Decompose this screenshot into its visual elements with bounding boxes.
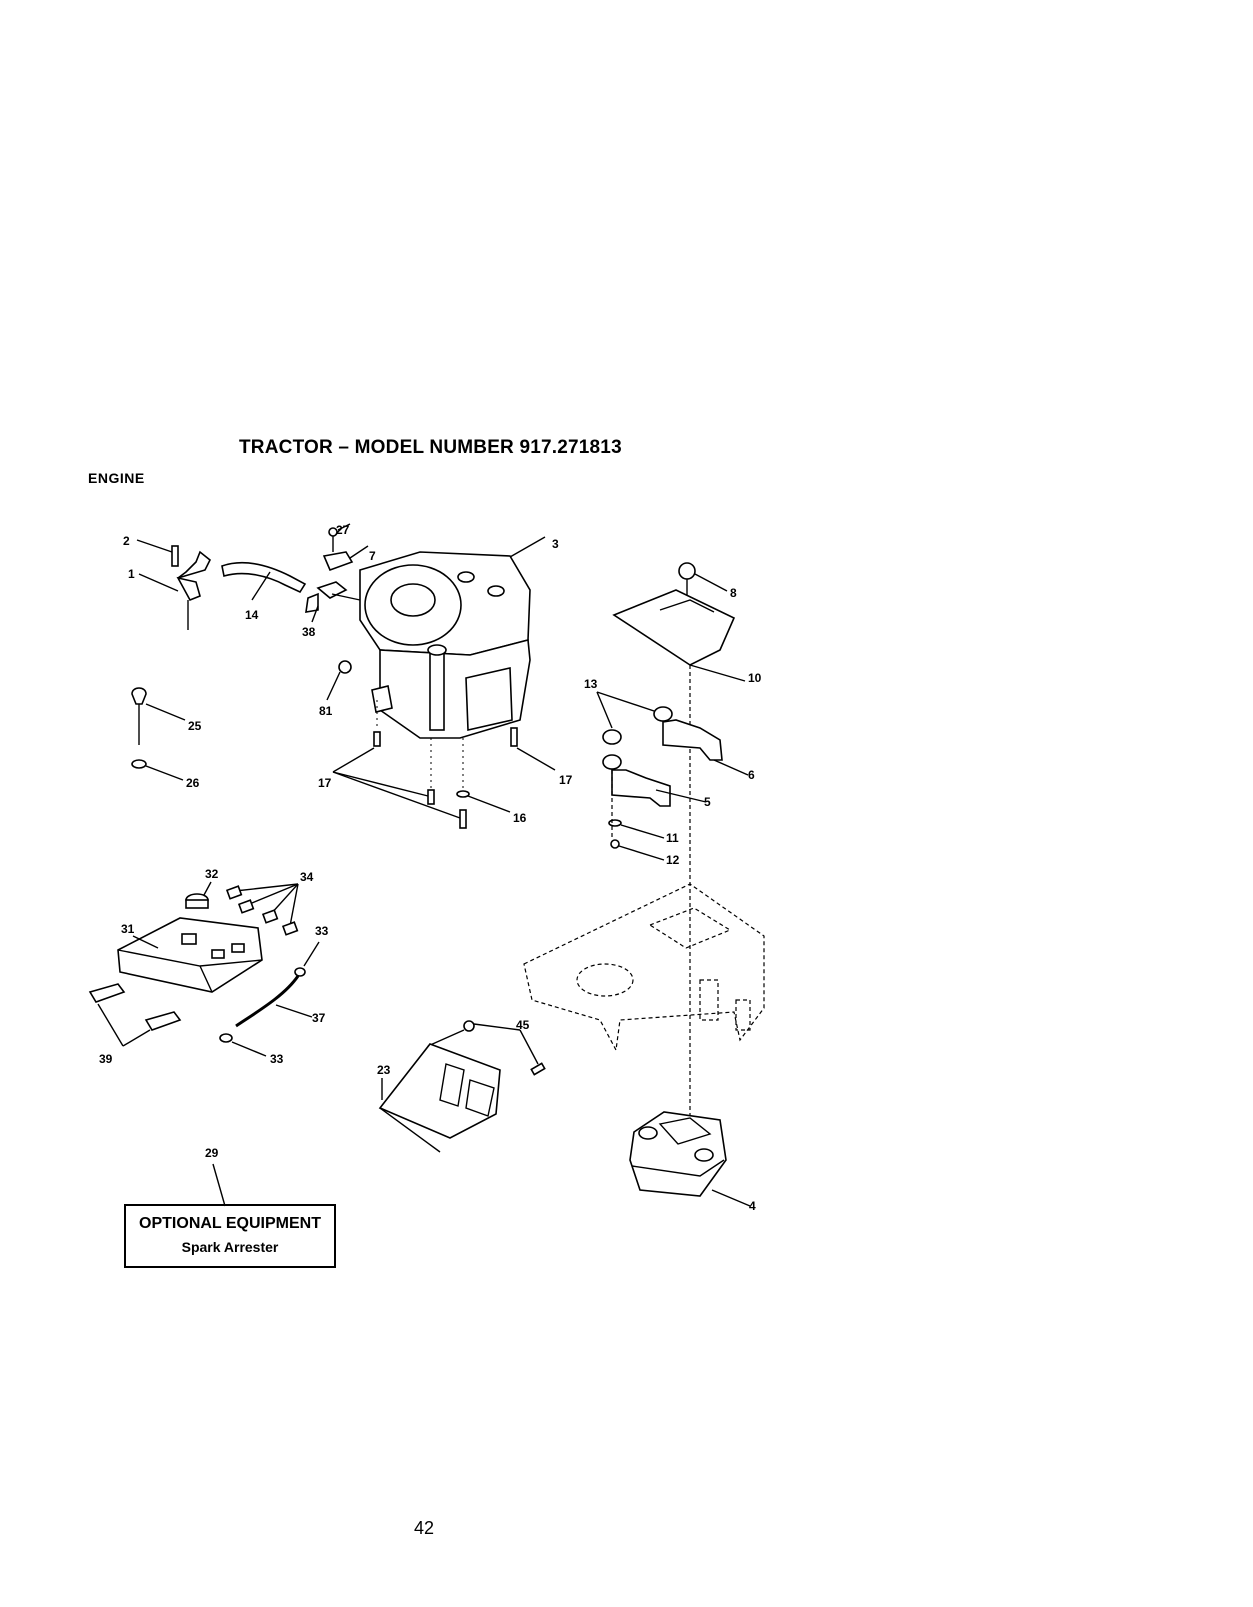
callout-13: 13 — [584, 677, 598, 691]
callout-23: 23 — [377, 1063, 391, 1077]
callout-29: 29 — [205, 1146, 219, 1160]
callout-26: 26 — [186, 776, 200, 790]
callout-1: 1 — [128, 567, 135, 581]
callout-4: 4 — [749, 1199, 756, 1213]
callout-39: 39 — [99, 1052, 113, 1066]
clamp-and-fitting-parts — [306, 524, 368, 622]
callout-16: 16 — [513, 811, 527, 825]
callout-37: 37 — [312, 1011, 326, 1025]
chassis-frame-part — [524, 884, 764, 1050]
muffler-part — [630, 1112, 750, 1206]
callout-25: 25 — [188, 719, 202, 733]
optional-equipment-box: OPTIONAL EQUIPMENT Spark Arrester — [124, 1204, 336, 1268]
callout-81: 81 — [319, 704, 333, 718]
callout-33-top: 33 — [315, 924, 329, 938]
callout-17-right: 17 — [559, 773, 573, 787]
page-number: 42 — [414, 1518, 434, 1539]
callout-8: 8 — [730, 586, 737, 600]
callout-33-bottom: 33 — [270, 1052, 284, 1066]
callout-3: 3 — [552, 537, 559, 551]
callout-14: 14 — [245, 608, 259, 622]
callout-32: 32 — [205, 867, 219, 881]
fuel-line-part — [222, 563, 305, 600]
callout-34: 34 — [300, 870, 314, 884]
callout-12: 12 — [666, 853, 680, 867]
callout-38: 38 — [302, 625, 316, 639]
callout-7: 7 — [369, 549, 376, 563]
plug-part — [327, 661, 351, 700]
callout-10: 10 — [748, 671, 762, 685]
dipstick-part — [132, 688, 185, 780]
callout-6: 6 — [748, 768, 755, 782]
callout-31: 31 — [121, 922, 135, 936]
leader-29 — [213, 1164, 225, 1206]
heat-shield-part — [614, 563, 745, 1115]
mounting-bracket-parts — [380, 1021, 545, 1152]
callout-2: 2 — [123, 534, 130, 548]
callout-27: 27 — [336, 523, 350, 537]
optional-equipment-item: Spark Arrester — [126, 1239, 334, 1255]
optional-equipment-heading: OPTIONAL EQUIPMENT — [126, 1215, 334, 1233]
engine-part — [332, 537, 545, 738]
callout-5: 5 — [704, 795, 711, 809]
callout-17-left: 17 — [318, 776, 332, 790]
callout-11: 11 — [666, 831, 679, 845]
callout-45: 45 — [516, 1018, 530, 1032]
air-cleaner-parts — [90, 882, 319, 1056]
throttle-control-part — [137, 540, 210, 630]
